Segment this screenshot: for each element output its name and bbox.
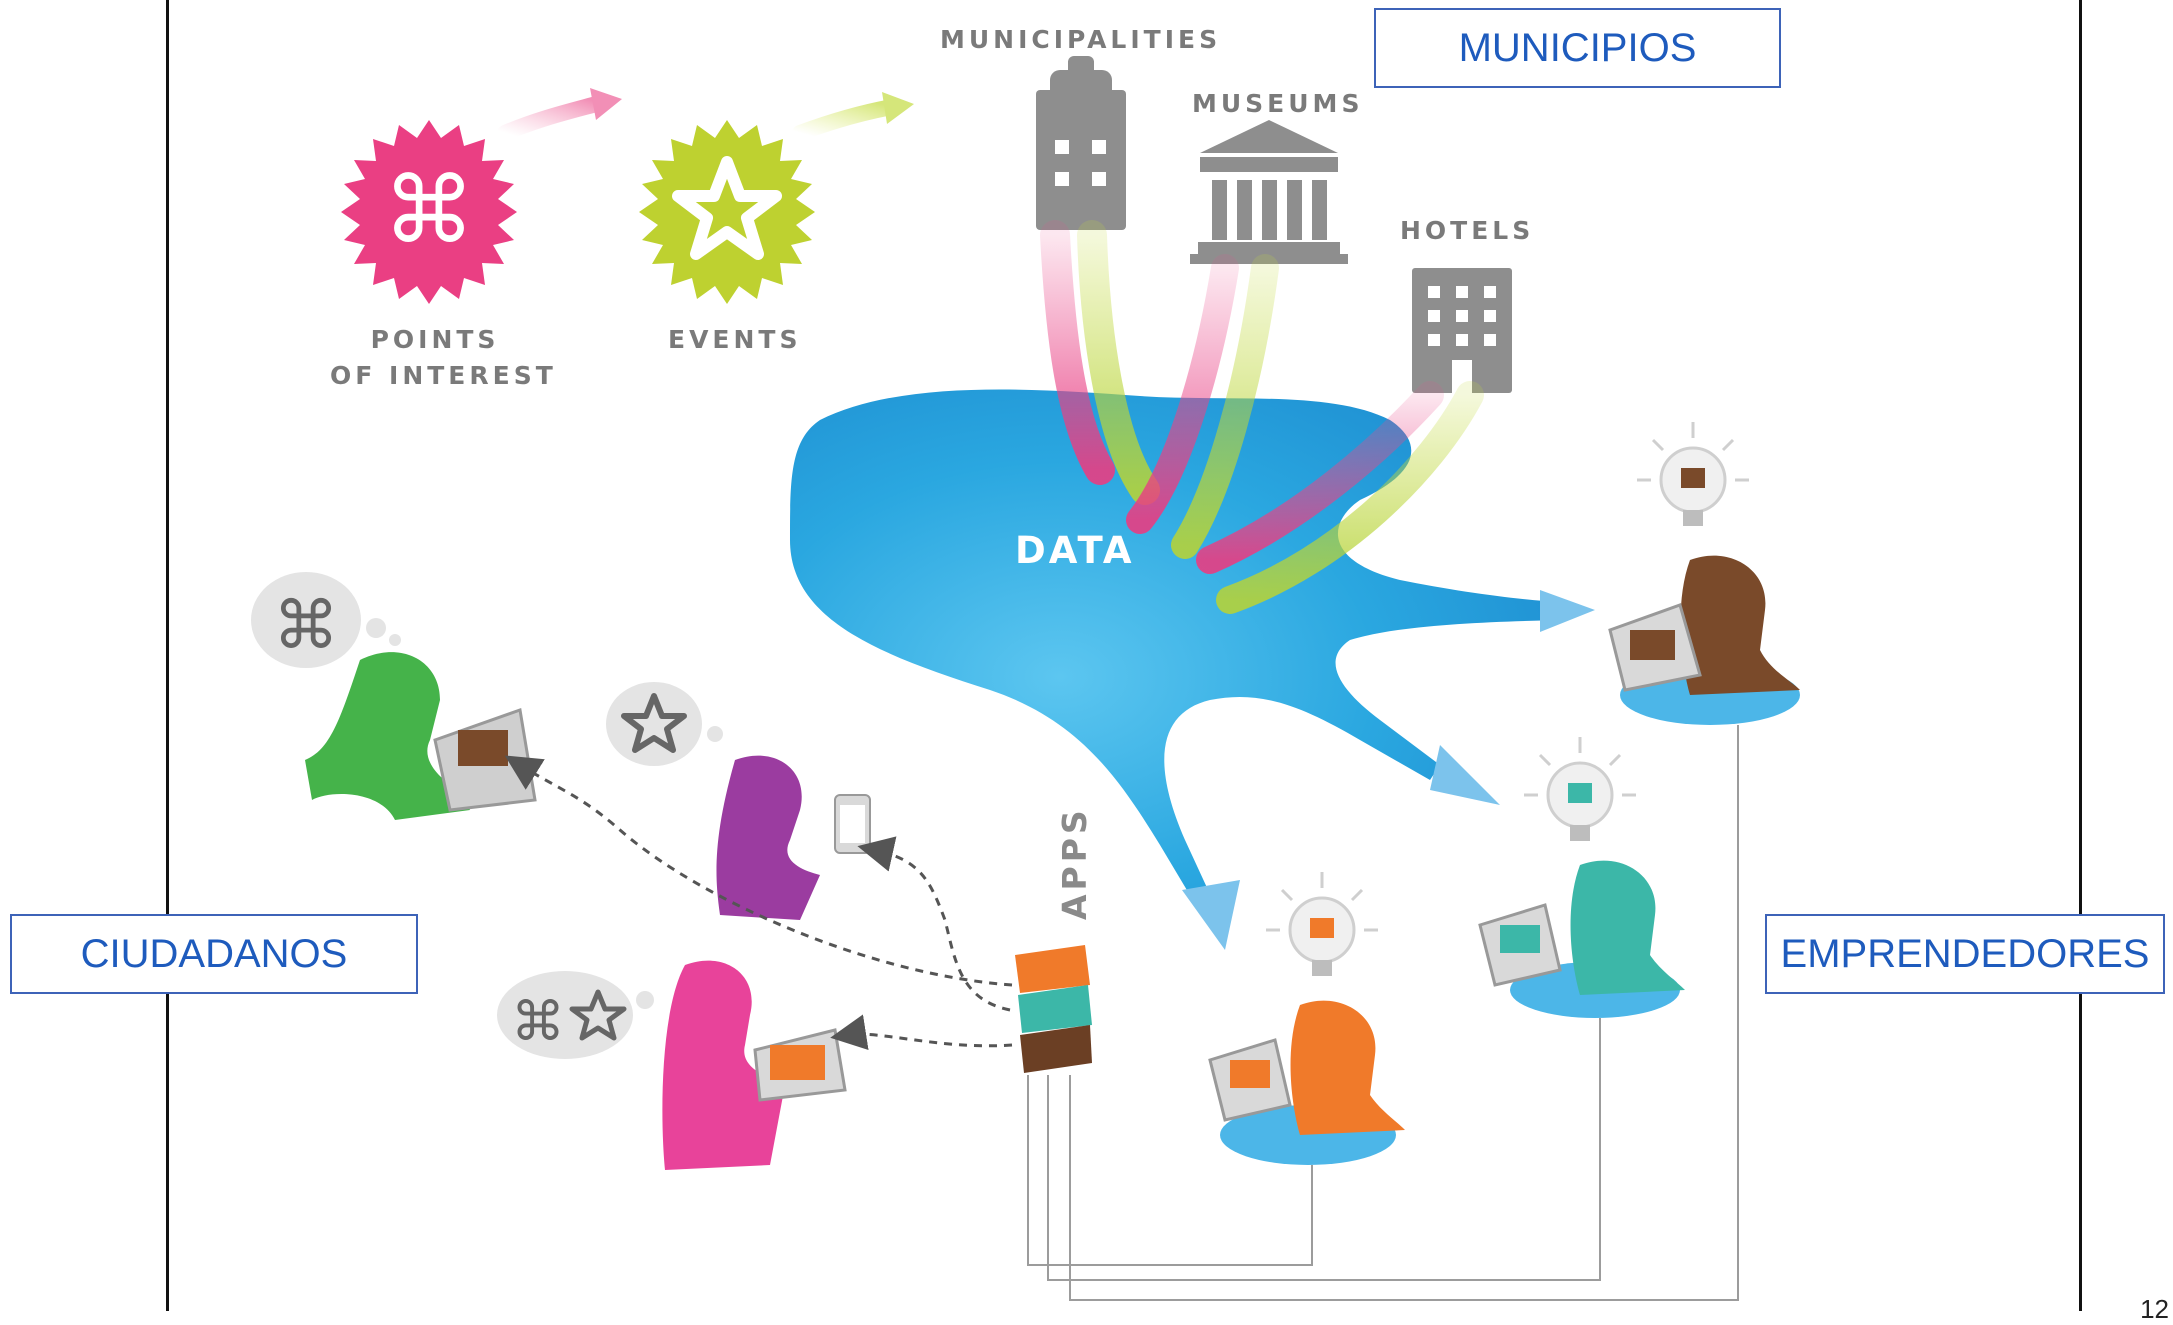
lightbulb-icon [1266, 872, 1378, 976]
municipios-callout: MUNICIPIOS [1374, 8, 1781, 88]
slide-frame-left-border [166, 0, 169, 1311]
events-label: EVENTS [668, 325, 802, 354]
data-streams [1040, 220, 1484, 614]
emprendedores-callout: EMPRENDEDORES [1765, 914, 2165, 994]
museums-label: MUSEUMS [1192, 89, 1364, 118]
town-hall-icon [1036, 56, 1126, 230]
slide-frame-right-border [2079, 0, 2082, 1311]
command-icon: ⌘ [511, 990, 565, 1053]
events-badge [639, 120, 815, 304]
citizen-figure-pink [662, 960, 847, 1170]
entrepreneur-figure-brown [1608, 555, 1800, 725]
ciudadanos-callout: CIUDADANOS [10, 914, 418, 994]
feedback-connector-lines [1027, 725, 1739, 1301]
star-badge-icon [672, 156, 782, 260]
lightbulb-icon [1524, 737, 1636, 841]
points-of-interest-label: POINTS OF INTEREST [330, 322, 557, 394]
page-number: 12 [2140, 1294, 2169, 1324]
data-arrow-to-entrepreneur-3 [1182, 880, 1240, 950]
museum-columns-icon [1190, 120, 1348, 264]
entrepreneur-figure-orange [1208, 1000, 1405, 1165]
app-delivery-arrows [504, 755, 1013, 1051]
lightbulb-icon [1637, 422, 1749, 526]
data-lake [790, 389, 1595, 950]
points-of-interest-label-line2: OF INTEREST [330, 361, 557, 390]
data-arrow-to-entrepreneur-2 [1430, 745, 1500, 805]
app-stack-icon [1015, 945, 1092, 1073]
hotels-label: HOTELS [1400, 216, 1535, 245]
citizen-2-thought-bubble [606, 682, 723, 766]
points-of-interest-label-line1: POINTS [370, 325, 500, 354]
citizen-figure-green [305, 652, 537, 820]
star-icon [569, 989, 627, 1041]
command-badge-icon: ⌘ [383, 157, 475, 264]
citizen-1-thought-bubble: ⌘ [251, 572, 401, 668]
points-of-interest-badge: ⌘ [341, 120, 517, 304]
data-label: DATA [1015, 529, 1135, 572]
citizen-3-thought-bubble: ⌘ [497, 971, 654, 1059]
citizen-figure-purple [716, 755, 871, 920]
flow-arrow-poi-to-events [497, 88, 622, 141]
data-arrow-to-entrepreneur-1 [1540, 590, 1595, 632]
apps-label: APPS [1055, 806, 1094, 920]
hotel-building-icon [1412, 268, 1512, 393]
star-icon [621, 693, 687, 753]
municipalities-label: MUNICIPALITIES [940, 25, 1222, 54]
command-icon: ⌘ [273, 587, 339, 664]
entrepreneur-figure-teal [1478, 860, 1685, 1018]
flow-arrow-events-to-municipalities [792, 92, 914, 141]
